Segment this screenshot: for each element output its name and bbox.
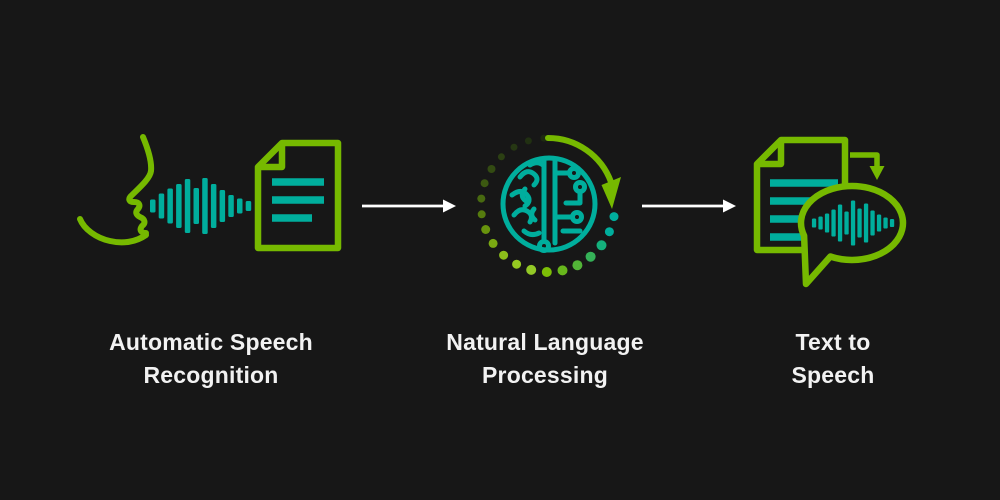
soundwave-icon	[811, 200, 895, 246]
soundwave-icon	[150, 178, 252, 234]
flow-arrow-nlp-to-tts	[642, 199, 736, 213]
speech-bubble-icon	[797, 182, 907, 288]
document-speech-bubble-soundwave-icon	[753, 136, 907, 288]
flow-arrow-asr-to-nlp	[362, 199, 456, 213]
stage-label-line: Automatic Speech	[109, 329, 313, 355]
stage-label-line: Natural Language	[446, 329, 644, 355]
stage-label-line: Recognition	[143, 362, 279, 388]
stage-label-line: Processing	[482, 362, 608, 388]
stage-label-tts: Text to Speech	[673, 326, 993, 392]
document-icon	[254, 139, 342, 252]
speaking-face-icon	[77, 134, 155, 246]
stage-label-nlp: Natural Language Processing	[385, 326, 705, 392]
stage-label-line: Text to	[795, 329, 871, 355]
speaking-face-soundwave-document-icon	[77, 134, 342, 252]
transform-arrow-icon	[850, 152, 885, 180]
dotted-progress-ring	[477, 134, 619, 277]
stage-label-line: Speech	[791, 362, 875, 388]
brain-circuit-icon	[477, 134, 621, 277]
brain-icon	[500, 155, 598, 253]
stage-label-asr: Automatic Speech Recognition	[51, 326, 371, 392]
rotation-arrow-icon	[545, 134, 621, 209]
